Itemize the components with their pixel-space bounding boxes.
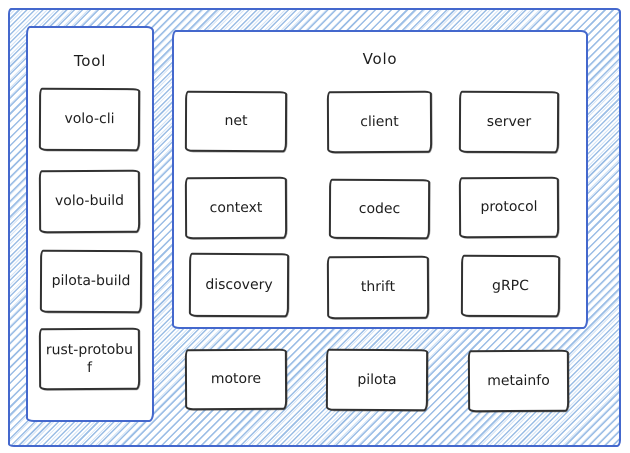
node-discovery: discovery (188, 252, 290, 318)
node-codec: codec (328, 178, 431, 240)
node-client: client (326, 90, 433, 154)
node-label: gRPC (492, 277, 529, 294)
node-server: server (458, 90, 560, 154)
node-grpc: gRPC (460, 254, 561, 318)
node-label: context (209, 199, 263, 217)
node-label: volo-build (54, 193, 125, 210)
node-volo-build: volo-build (38, 169, 141, 234)
volo-panel: Volo net client server context codec pro… (172, 30, 588, 329)
tool-panel: Tool volo-cli volo-build pilota-build ru… (26, 26, 154, 422)
node-label: client (360, 113, 399, 131)
node-pilota-build: pilota-build (39, 249, 143, 314)
tool-panel-title: Tool (73, 52, 107, 70)
node-net: net (184, 90, 288, 153)
node-rust-protobuf: rust-protobuf (38, 327, 141, 391)
volo-panel-title: Volo (362, 50, 398, 68)
node-context: context (184, 176, 288, 240)
node-label: protocol (480, 199, 538, 216)
node-pilota: pilota (325, 348, 429, 412)
node-label: server (486, 113, 532, 131)
node-protocol: protocol (458, 176, 560, 239)
node-thrift: thrift (326, 255, 430, 320)
node-volo-cli: volo-cli (38, 87, 141, 152)
outer-hatched-frame: Tool volo-cli volo-build pilota-build ru… (8, 8, 621, 447)
node-motore: motore (184, 348, 288, 411)
node-label: discovery (205, 276, 273, 294)
node-label: pilota (357, 371, 397, 388)
node-label: net (224, 113, 248, 130)
node-label: metainfo (487, 372, 550, 390)
node-label: motore (210, 371, 262, 388)
node-label: pilota-build (51, 273, 131, 290)
node-label: rust-protobuf (45, 341, 134, 377)
node-label: codec (358, 200, 401, 217)
node-label: thrift (360, 279, 396, 296)
node-label: volo-cli (64, 111, 115, 128)
node-metainfo: metainfo (467, 349, 570, 413)
